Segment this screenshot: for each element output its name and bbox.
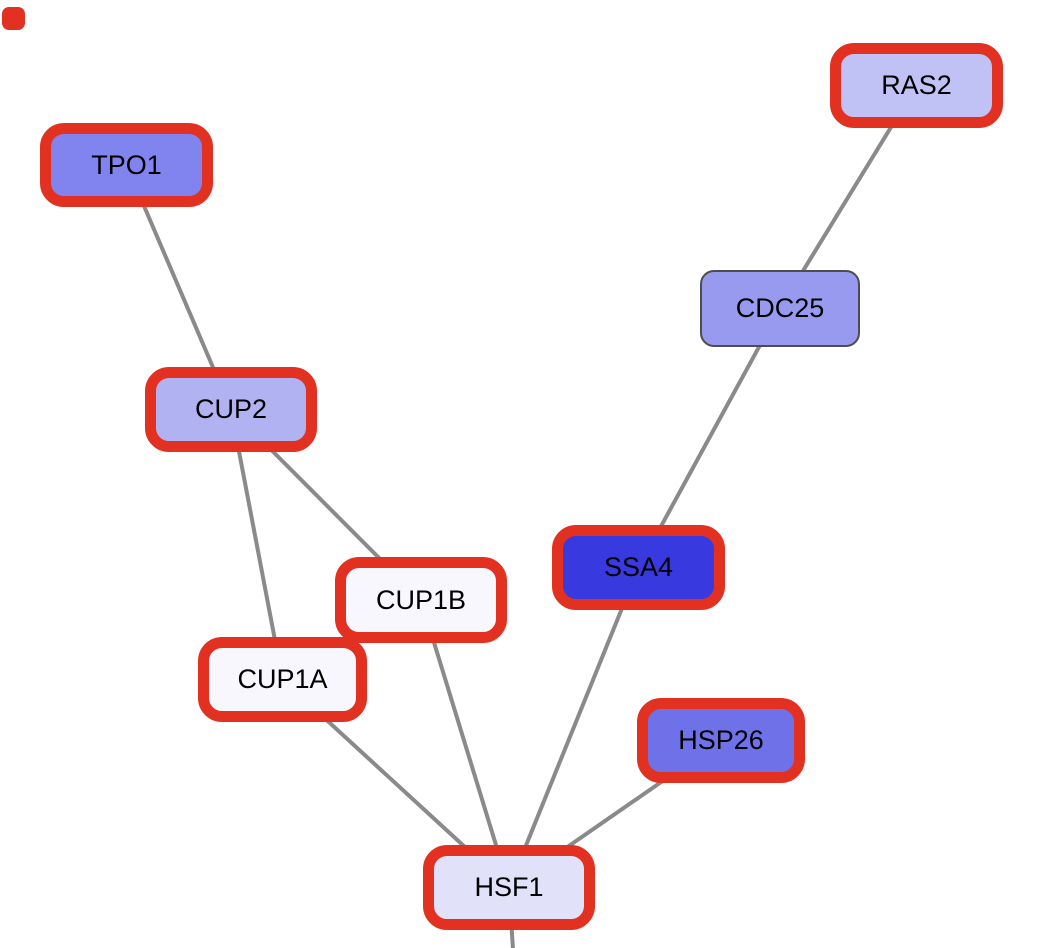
corner-red-node-fragment (2, 7, 25, 30)
edge-CUP2-CUP1A[interactable] (229, 409, 285, 680)
edge-CUP1B-HSF1[interactable] (419, 599, 511, 889)
node-cup2[interactable]: CUP2 (145, 367, 317, 452)
node-label: HSF1 (474, 872, 544, 902)
node-ssa4[interactable]: SSA4 (552, 525, 725, 610)
node-label: SSA4 (603, 552, 674, 582)
node-hsf1[interactable]: HSF1 (423, 845, 595, 930)
node-label: HSP26 (678, 725, 764, 755)
node-label: CUP1B (375, 584, 467, 615)
node-tpo1[interactable]: TPO1 (40, 123, 213, 207)
edge-CDC25-SSA4[interactable] (636, 307, 782, 569)
node-label: RAS2 (881, 70, 952, 100)
edge-SSA4-HSF1[interactable] (507, 566, 641, 889)
node-hsp26[interactable]: HSP26 (637, 698, 805, 783)
node-label: TPO1 (91, 149, 162, 180)
node-cup1a[interactable]: CUP1A (198, 637, 367, 722)
node-ras2[interactable]: RAS2 (830, 43, 1003, 128)
node-cup1b[interactable]: CUP1B (335, 557, 507, 643)
node-label: CUP2 (194, 394, 268, 424)
node-label: CUP1A (237, 664, 328, 694)
node-label: CDC25 (735, 293, 825, 323)
node-cdc25[interactable]: CDC25 (700, 270, 860, 347)
